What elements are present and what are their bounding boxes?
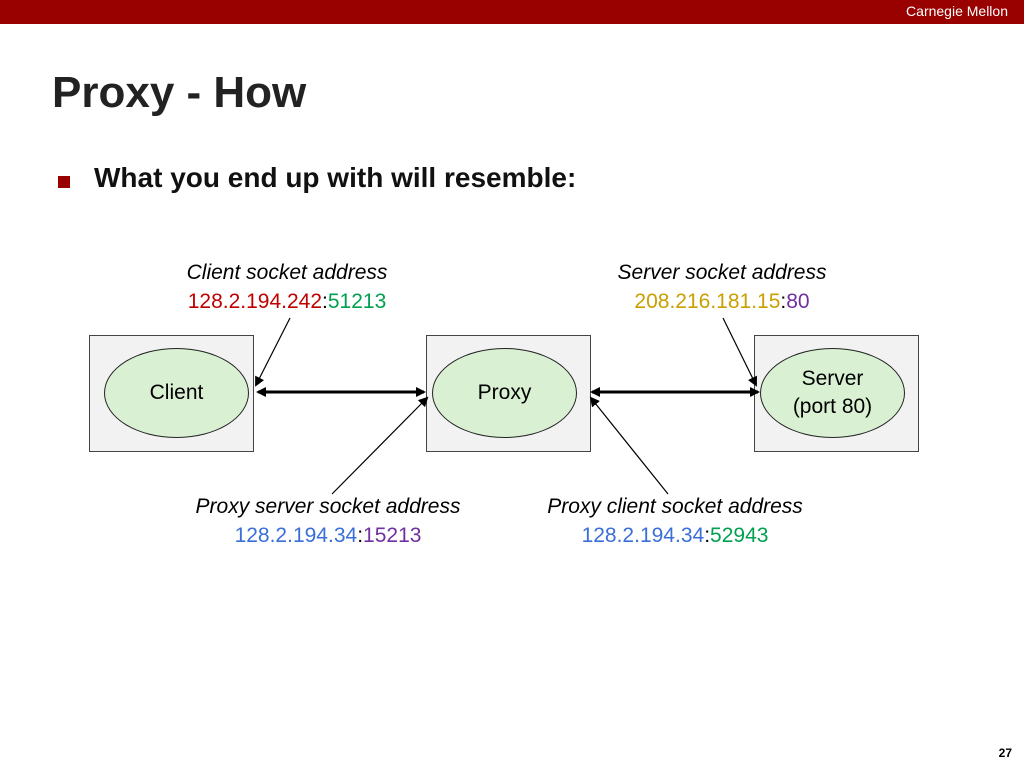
client-socket-port: 51213	[327, 290, 387, 313]
client-socket-pointer	[255, 317, 291, 387]
server-socket-sep: :	[780, 290, 787, 313]
proxy-client-socket-caption: Proxy client socket address	[547, 495, 803, 518]
page-number: 27	[998, 746, 1012, 760]
slide-title: Proxy - How	[52, 68, 307, 117]
server-node: Server (port 80)	[760, 348, 905, 438]
proxy-client-socket-sep: :	[704, 524, 711, 547]
server-socket-label: Server socket address 208.216.181.15:80	[604, 258, 840, 316]
proxy-client-socket-ip: 128.2.194.34	[581, 524, 705, 547]
proxy-node-label: Proxy	[477, 381, 532, 404]
proxy-server-socket-port: 15213	[363, 524, 422, 547]
server-node-port: (port 80)	[792, 395, 873, 418]
bullet-square-icon	[58, 176, 70, 188]
client-node-label: Client	[149, 381, 204, 404]
client-node: Client	[104, 348, 249, 438]
top-bar: Carnegie Mellon	[0, 0, 1024, 24]
bullet-text: What you end up with will resemble:	[94, 162, 577, 193]
proxy-client-socket-label: Proxy client socket address 128.2.194.34…	[526, 492, 824, 550]
server-socket-ip: 208.216.181.15	[634, 290, 781, 313]
client-socket-caption: Client socket address	[186, 261, 388, 284]
proxy-server-socket-pointer	[331, 396, 429, 495]
brand-label: Carnegie Mellon	[906, 3, 1008, 19]
proxy-server-socket-sep: :	[357, 524, 364, 547]
client-socket-sep: :	[322, 290, 328, 313]
server-socket-pointer	[722, 317, 757, 387]
proxy-server-socket-caption: Proxy server socket address	[195, 495, 461, 518]
client-socket-ip: 128.2.194.242	[187, 290, 323, 313]
server-node-label: Server	[801, 367, 864, 390]
server-socket-caption: Server socket address	[617, 261, 827, 284]
server-socket-port: 80	[786, 290, 810, 313]
proxy-node: Proxy	[432, 348, 577, 438]
proxy-client-socket-port: 52943	[710, 524, 769, 547]
proxy-client-socket-pointer	[589, 396, 669, 495]
proxy-server-socket-label: Proxy server socket address 128.2.194.34…	[176, 492, 480, 550]
proxy-server-socket-ip: 128.2.194.34	[234, 524, 358, 547]
client-socket-label: Client socket address 128.2.194.242:5121…	[170, 258, 404, 316]
